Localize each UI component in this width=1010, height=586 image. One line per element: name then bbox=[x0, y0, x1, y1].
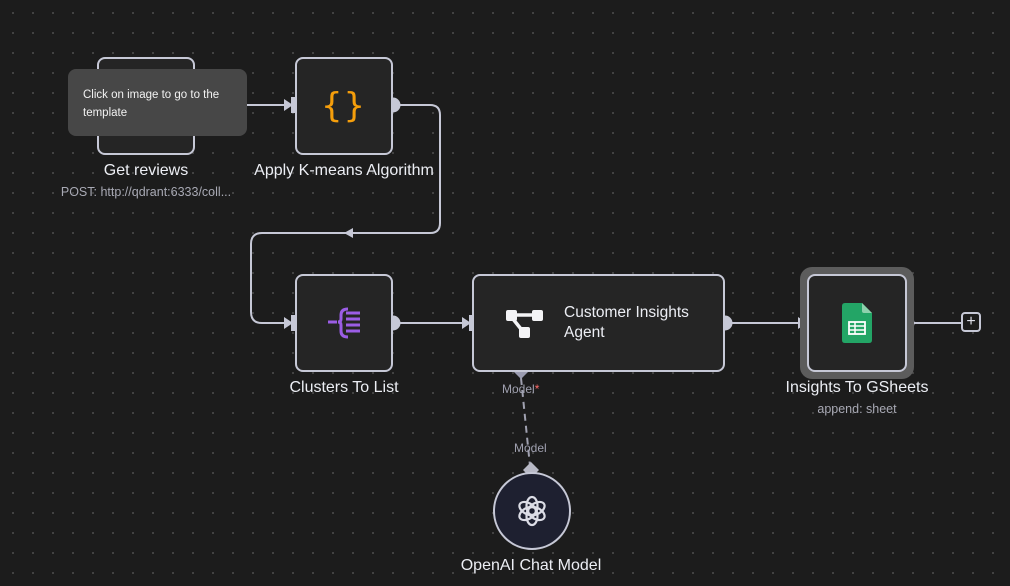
openai-model-port-label: Model bbox=[514, 441, 547, 455]
openai-icon bbox=[518, 495, 546, 527]
edge-arrow bbox=[284, 317, 293, 329]
model-port-label-text: Model bbox=[502, 382, 535, 396]
node-label-openai-chat-model: OpenAI Chat Model bbox=[460, 557, 602, 574]
ai-agent-icon bbox=[506, 310, 543, 338]
node-insights-to-gsheets[interactable] bbox=[807, 274, 907, 372]
node-label-apply-kmeans: Apply K-means Algorithm bbox=[254, 162, 434, 179]
agent-title-line2: Agent bbox=[564, 324, 605, 341]
agent-model-port-label: Model* bbox=[502, 382, 539, 396]
agent-title-line1: Customer Insights bbox=[564, 304, 689, 321]
node-subtitle-insights-to-gsheets: append: sheet bbox=[817, 402, 897, 416]
google-sheets-icon bbox=[842, 303, 872, 343]
add-node-button[interactable]: + bbox=[961, 312, 981, 332]
plus-icon: + bbox=[966, 313, 976, 330]
node-label-agent: Customer Insights Agent bbox=[564, 303, 689, 343]
input-port bbox=[291, 315, 298, 331]
node-subtitle-get-reviews: POST: http://qdrant:6333/coll... bbox=[60, 185, 232, 199]
node-label-get-reviews: Get reviews bbox=[103, 162, 189, 179]
node-customer-insights-agent[interactable]: Customer Insights Agent bbox=[472, 274, 725, 372]
input-port bbox=[291, 97, 298, 113]
template-tooltip: Click on image to go to the template bbox=[68, 69, 247, 136]
node-label-insights-to-gsheets: Insights To GSheets bbox=[785, 379, 929, 396]
node-openai-chat-model[interactable] bbox=[493, 472, 571, 550]
node-clusters-to-list[interactable] bbox=[295, 274, 393, 372]
edge-arrow bbox=[284, 99, 293, 111]
node-apply-kmeans[interactable]: {} bbox=[295, 57, 393, 155]
edge-model-dashed bbox=[520, 377, 531, 467]
node-label-clusters-to-list: Clusters To List bbox=[289, 379, 399, 396]
split-out-icon bbox=[328, 307, 360, 339]
edge-arrow bbox=[344, 228, 353, 238]
code-braces-icon: {} bbox=[321, 86, 367, 126]
required-marker: * bbox=[534, 382, 540, 396]
edge-arrow bbox=[462, 317, 471, 329]
